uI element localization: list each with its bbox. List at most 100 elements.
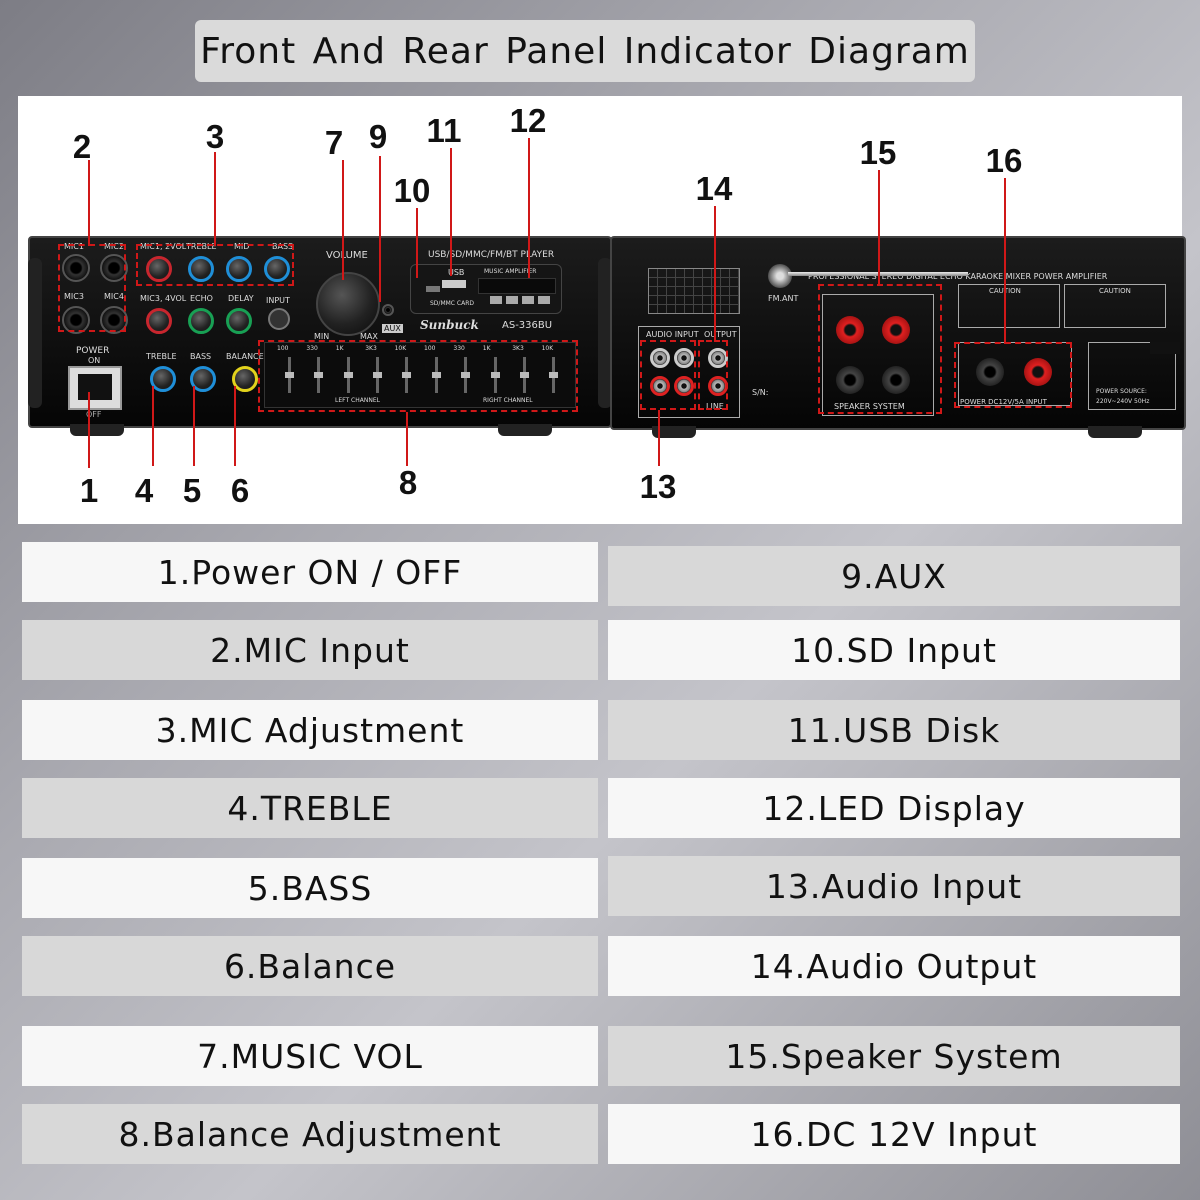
volume-min-label: MIN [314,332,330,341]
callout-15: 15 [859,134,897,171]
caution-box-1: CAUTION [958,284,1060,328]
audio-in-rca-3[interactable] [650,376,670,396]
top-treble-label: TREBLE [186,242,217,251]
speaker-r-plus[interactable] [836,316,864,344]
mic3-label: MIC3 [64,292,84,301]
eq-slider-knob[interactable] [519,372,529,378]
mic2-label: MIC2 [104,242,124,251]
mic1-jack[interactable] [62,254,90,282]
left-handle [28,258,42,408]
eq-slider-knob[interactable] [314,372,324,378]
usb-label: USB [448,268,465,277]
model-label: AS-336BU [502,320,553,331]
eq-slider-knob[interactable] [490,372,500,378]
delay-knob[interactable] [226,308,252,334]
fm-ant-label: FM.ANT [768,294,799,303]
audio-input-label: AUDIO INPUT [646,330,699,339]
mid-label: MID [234,242,250,251]
sd-slot[interactable] [426,286,440,292]
echo-knob[interactable] [188,308,214,334]
eq-freq-label: 1K [482,345,491,352]
callout-line-14 [714,206,716,340]
mic2-jack[interactable] [100,254,128,282]
audio-in-rca-1[interactable] [650,348,670,368]
callout-line-12 [528,138,530,278]
eq-slider-knob[interactable] [343,372,353,378]
eq-freq-label: 3K3 [365,345,377,352]
speaker-l-minus[interactable] [882,366,910,394]
rear-header: PROFESSIONAL STEREO DIGITAL ECHO KARAOKE… [808,272,1108,281]
aux-jack[interactable] [382,304,394,316]
panel-photo-area: MIC1 MIC2 MIC3 MIC4 POWER ON OFF MIC1, 2… [18,96,1186,524]
eq-slider-knob[interactable] [431,372,441,378]
audio-in-rca-4[interactable] [674,376,694,396]
front-foot-right [498,424,552,436]
audio-in-rca-2[interactable] [674,348,694,368]
eq-slider-knob[interactable] [461,372,471,378]
speaker-r-minus[interactable] [836,366,864,394]
mic34vol-knob[interactable] [146,308,172,334]
dc-positive-terminal[interactable] [1024,358,1052,386]
eq-slider-knob[interactable] [549,372,559,378]
eq-slider-knob[interactable] [372,372,382,378]
mic4-label: MIC4 [104,292,124,301]
top-bass-knob[interactable] [264,256,290,282]
eq-balance-label: BALANCE [226,352,264,361]
eq-freq-label: 100 [277,345,289,352]
fm-antenna-connector[interactable] [768,264,792,288]
echo-label: ECHO [190,294,213,303]
callout-14: 14 [695,170,733,207]
dc-negative-terminal[interactable] [976,358,1004,386]
rear-foot-left [652,426,696,438]
power-source-box [1088,342,1176,410]
legend-right-4: 12.LED Display [608,778,1180,838]
sd-label: SD/MMC CARD [430,300,474,307]
callout-line-3 [214,152,216,246]
callout-line-5 [193,386,195,466]
callout-10: 10 [393,172,431,209]
highlight-balance-adjustment [258,340,578,412]
mic3-jack[interactable] [62,306,90,334]
audio-io-box [638,326,740,418]
speaker-system-label: SPEAKER SYSTEM [834,402,905,411]
left-channel-label: LEFT CHANNEL [335,397,380,404]
volume-knob[interactable] [316,272,380,336]
callout-6: 6 [230,472,250,509]
eq-freq-label: 1K [335,345,344,352]
sn-label: S/N: [752,388,769,397]
callout-5: 5 [182,472,202,509]
highlight-audio-output [698,340,728,410]
eq-freq-label: 330 [453,345,465,352]
volume-label: VOLUME [326,250,368,261]
legend-left-4: 4.TREBLE [22,778,598,838]
top-treble-knob[interactable] [188,256,214,282]
power-switch[interactable] [68,366,122,410]
legend-left-7: 7.MUSIC VOL [22,1026,598,1086]
input-button[interactable] [268,308,290,330]
player-buttons[interactable] [490,296,554,304]
power-spec-label: 220V~240V 50Hz [1096,398,1150,405]
power-label: POWER [76,346,110,356]
highlight-mic-adjustment [136,244,294,286]
callout-1: 1 [79,472,99,509]
eq-treble-knob[interactable] [150,366,176,392]
usb-port[interactable] [442,280,466,288]
callout-13: 13 [639,468,677,505]
eq-balance-knob[interactable] [232,366,258,392]
mid-knob[interactable] [226,256,252,282]
callout-12: 12 [509,102,547,139]
caution-label-2: CAUTION [1099,287,1131,295]
callout-line-8 [406,412,408,466]
aux-label: AUX [382,324,403,333]
eq-slider-knob[interactable] [402,372,412,378]
mic4-jack[interactable] [100,306,128,334]
eq-slider-knob[interactable] [284,372,294,378]
legend-left-6: 6.Balance [22,936,598,996]
callout-line-16 [1004,178,1006,344]
mic12vol-knob[interactable] [146,256,172,282]
output-label: OUTPUT [704,330,737,339]
speaker-l-plus[interactable] [882,316,910,344]
power-source-label: POWER SOURCE: [1096,388,1147,395]
brand-logo: Sunbuck [420,318,479,332]
